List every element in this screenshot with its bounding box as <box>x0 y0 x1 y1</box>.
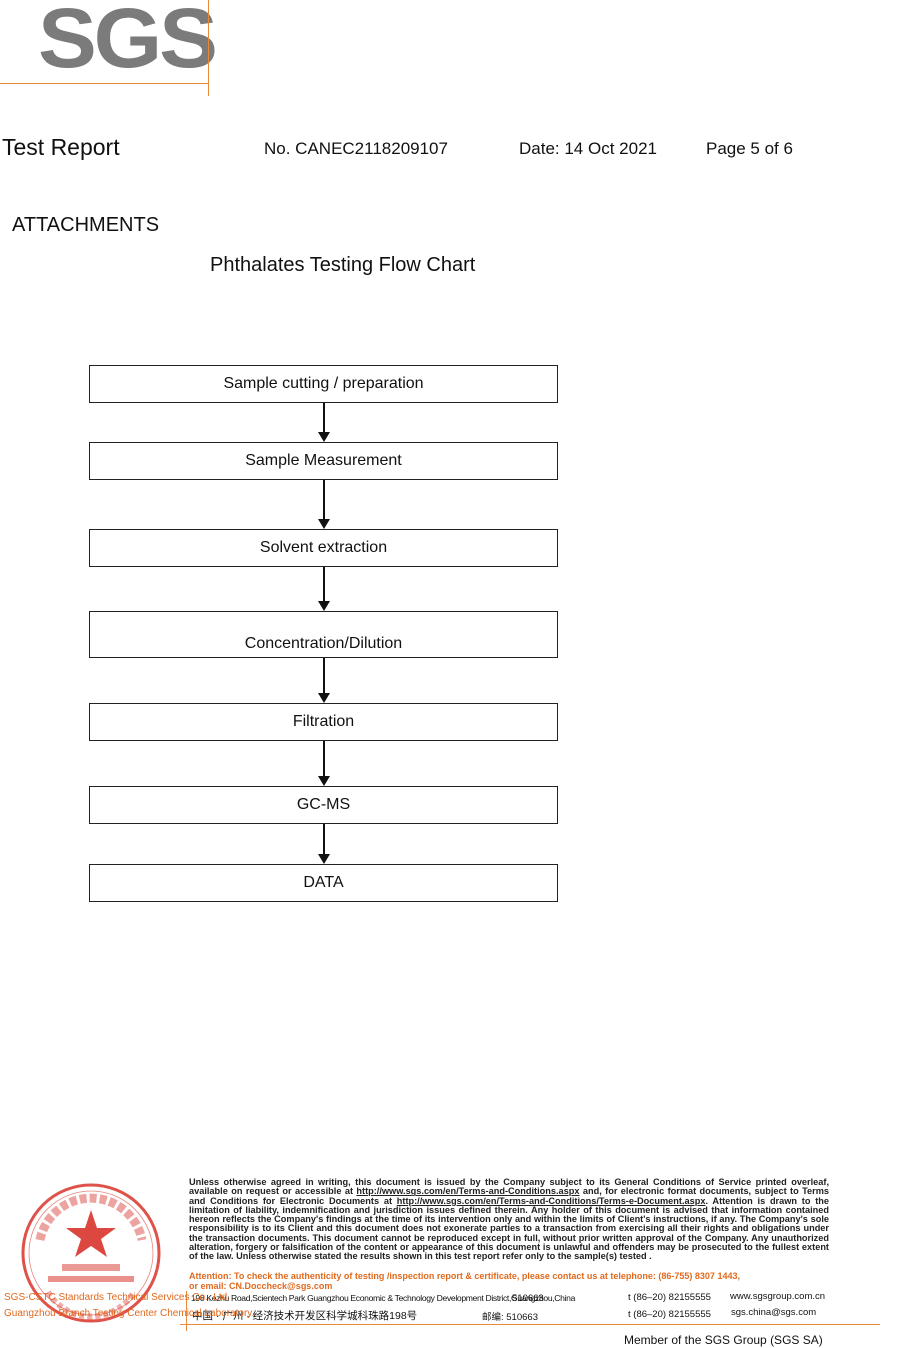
authenticity-notice-line-1: Attention: To check the authenticity of … <box>189 1271 740 1281</box>
legal-disclaimer: Unless otherwise agreed in writing, this… <box>189 1177 829 1262</box>
page-number: Page 5 of 6 <box>706 139 793 158</box>
flow-step-label: Filtration <box>292 713 355 730</box>
logo-divider-vertical <box>208 0 209 96</box>
section-heading: ATTACHMENTS <box>12 214 160 236</box>
flow-step-5: Filtration <box>89 703 558 741</box>
flow-arrowhead-5 <box>318 776 330 786</box>
flow-arrow-6 <box>323 824 325 855</box>
flow-step-label: Sample cutting / preparation <box>223 375 424 392</box>
flow-arrowhead-1 <box>318 432 330 442</box>
authenticity-notice: Attention: To check the authenticity of … <box>189 1271 849 1291</box>
lab-name-line-2: Guangzhou Branch Testing Center Chemical… <box>4 1308 255 1319</box>
flow-chart-title: Phthalates Testing Flow Chart <box>210 254 476 276</box>
telephone-1: t (86–20) 82155555 <box>628 1292 711 1303</box>
postcode-chinese: 邮编: 510663 <box>482 1312 538 1323</box>
disclaimer-text-1: Unless otherwise agreed in writing, this… <box>189 1177 829 1197</box>
footer-divider-horizontal <box>180 1324 880 1325</box>
flow-step-label: DATA <box>303 874 344 891</box>
report-number: No. CANEC2118209107 <box>264 139 448 158</box>
report-date: Date: 14 Oct 2021 <box>519 139 657 158</box>
flow-step-label: Sample Measurement <box>245 452 402 469</box>
authenticity-email[interactable]: or email: CN.Doccheck@sgs.com <box>189 1281 333 1291</box>
address-chinese: 中国 · 广州 · 经济技术开发区科学城科珠路198号 <box>192 1310 418 1322</box>
flow-step-2: Sample Measurement <box>89 442 558 480</box>
flow-step-label: Concentration/Dilution <box>244 635 403 652</box>
flow-step-7: DATA <box>89 864 558 902</box>
flow-arrowhead-3 <box>318 601 330 611</box>
website[interactable]: www.sgsgroup.com.cn <box>730 1291 826 1302</box>
footer-divider-vertical <box>186 1291 187 1331</box>
flow-step-label: Solvent extraction <box>259 539 388 556</box>
e-document-terms-link[interactable]: http://www.sgs.com/en/Terms-and-Conditio… <box>396 1195 706 1206</box>
sgs-logo: SGS <box>38 0 218 85</box>
disclaimer-text-3: . Attention is drawn to the limitation o… <box>189 1195 829 1262</box>
flow-step-label: GC-MS <box>296 796 351 813</box>
flow-step-4: Concentration/Dilution <box>89 611 558 658</box>
disclaimer-text-2: and, for electronic format documents, su… <box>189 1186 829 1206</box>
flow-arrow-5 <box>323 741 325 777</box>
flow-arrowhead-6 <box>318 854 330 864</box>
address-english: 198 Kezhu Road,Scientech Park Guangzhou … <box>191 1293 576 1303</box>
flow-arrowhead-4 <box>318 693 330 703</box>
postcode-english: 510663 <box>512 1293 544 1304</box>
flow-step-3: Solvent extraction <box>89 529 558 567</box>
flow-arrowhead-2 <box>318 519 330 529</box>
report-title: Test Report <box>2 134 120 160</box>
flow-arrow-2 <box>323 480 325 520</box>
logo-divider-horizontal <box>0 83 209 84</box>
flow-arrow-3 <box>323 567 325 602</box>
member-statement: Member of the SGS Group (SGS SA) <box>624 1333 823 1347</box>
terms-link[interactable]: http://www.sgs.com/en/Terms-and-Conditio… <box>356 1186 580 1197</box>
contact-email[interactable]: sgs.china@sgs.com <box>731 1307 817 1318</box>
telephone-2: t (86–20) 82155555 <box>628 1309 711 1320</box>
flow-arrow-4 <box>323 658 325 694</box>
company-seal-stamp <box>21 1183 161 1323</box>
lab-name-line-1: SGS-CSTC Standards Technical Services Co… <box>4 1292 231 1303</box>
flow-step-6: GC-MS <box>89 786 558 824</box>
flow-arrow-1 <box>323 403 325 433</box>
flow-step-1: Sample cutting / preparation <box>89 365 558 403</box>
